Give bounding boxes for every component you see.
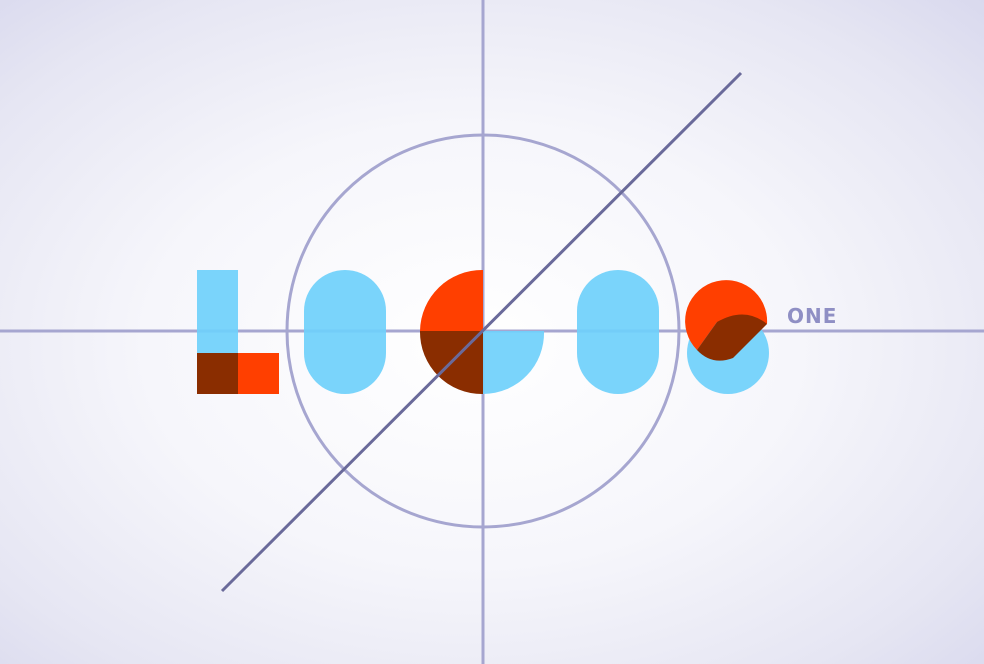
diagonal-guide-line bbox=[220, 71, 743, 593]
logo-tag-text: ONE bbox=[787, 304, 837, 328]
letter-g-bottom-right bbox=[483, 331, 545, 395]
guide-circle bbox=[285, 133, 681, 529]
letter-o-second bbox=[577, 270, 659, 394]
letter-l-stem bbox=[197, 270, 238, 353]
letter-l-stem-base bbox=[197, 353, 238, 394]
letter-l bbox=[197, 270, 279, 394]
letter-g-top-left bbox=[420, 269, 483, 331]
letter-o-first bbox=[304, 270, 386, 394]
letter-s bbox=[685, 280, 769, 394]
letter-s-top-arc bbox=[685, 280, 768, 350]
letter-s-overlap bbox=[697, 314, 767, 361]
letter-l-foot bbox=[238, 353, 279, 394]
